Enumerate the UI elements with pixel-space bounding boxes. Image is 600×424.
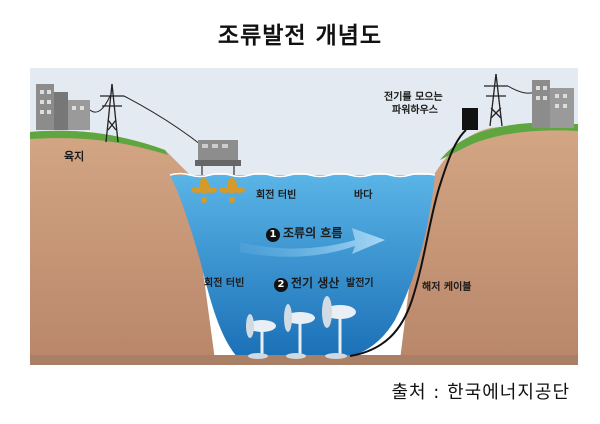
rotating-turbine-top-label: 회전 터빈 bbox=[256, 190, 297, 201]
sea-surface bbox=[169, 172, 436, 178]
source-credit: 출처 : 한국에너지공단 bbox=[391, 382, 570, 403]
sea-label: 바다 bbox=[354, 190, 373, 201]
left-transmission-tower bbox=[100, 83, 124, 143]
left-building bbox=[36, 84, 90, 130]
tidal-flow-arrow bbox=[240, 228, 385, 257]
tidal-flow-text: 조류의 흐름 bbox=[283, 226, 343, 240]
left-land bbox=[30, 130, 215, 360]
top-turbine-icon bbox=[191, 178, 245, 203]
right-land bbox=[400, 125, 578, 360]
ground-base bbox=[30, 355, 578, 365]
right-transmission-tower bbox=[484, 73, 508, 127]
right-building bbox=[532, 80, 574, 128]
floating-platform bbox=[195, 140, 241, 175]
bottom-turbine-2 bbox=[284, 304, 315, 359]
subsea-cable-label: 해저 케이블 bbox=[422, 282, 472, 293]
sea bbox=[170, 175, 435, 360]
bottom-turbine-3 bbox=[322, 296, 356, 359]
left-grass bbox=[30, 130, 168, 155]
powerhouse-label-line2: 파워하우스 bbox=[392, 105, 438, 116]
powerhouse-label-line1: 전기를 모으는 bbox=[384, 92, 443, 103]
bottom-turbine-1 bbox=[246, 314, 276, 359]
land-label: 육지 bbox=[64, 150, 85, 163]
generator-label: 발전기 bbox=[346, 278, 374, 289]
powerhouse-icon bbox=[462, 108, 478, 130]
rotating-turbine-bottom-label: 회전 터빈 bbox=[204, 278, 245, 289]
power-generation-text: 전기 생산 bbox=[291, 276, 340, 290]
tidal-flow-number: 1 bbox=[266, 228, 280, 242]
subsea-cable bbox=[349, 129, 467, 357]
diagram-title: 조류발전 개념도 bbox=[217, 23, 383, 49]
power-generation-number: 2 bbox=[274, 278, 288, 292]
power-line-left bbox=[89, 95, 206, 149]
